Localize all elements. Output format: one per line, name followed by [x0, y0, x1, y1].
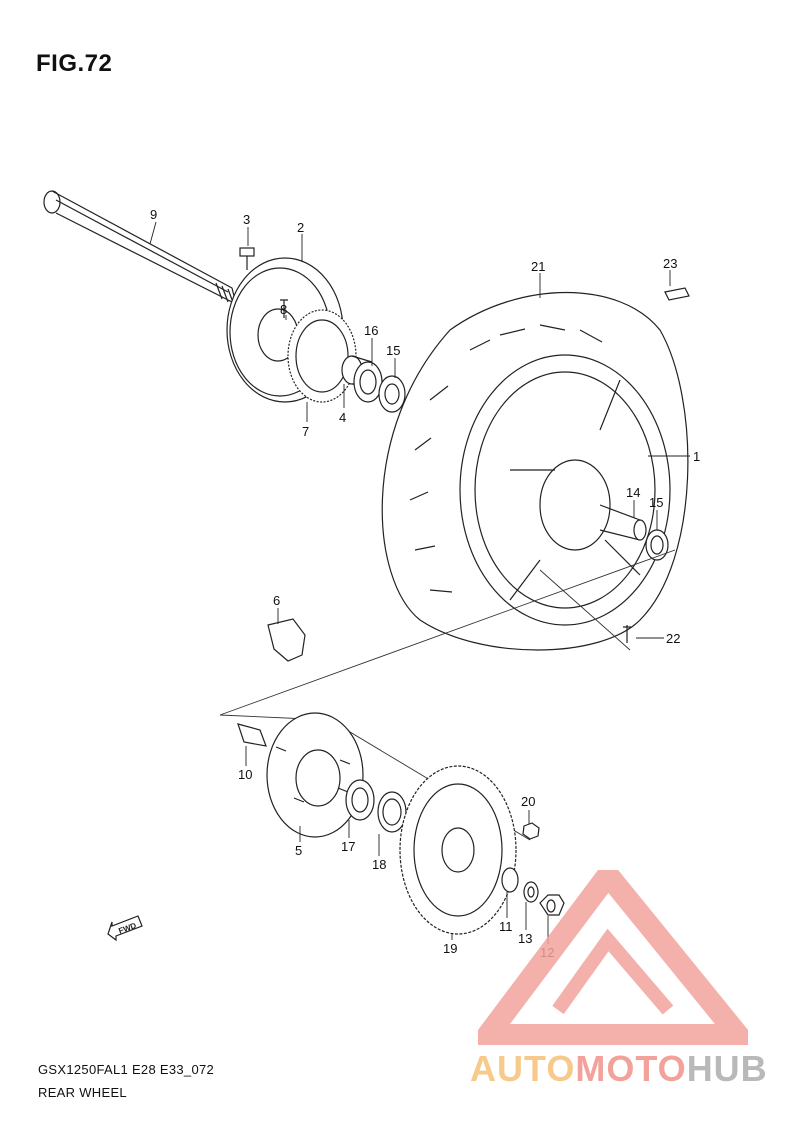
brake-disc-bolt [239, 247, 255, 270]
callout-17: 17 [341, 839, 355, 854]
callout-15-left: 15 [386, 343, 400, 358]
callout-4: 4 [339, 410, 346, 425]
sprocket-nut [522, 822, 540, 840]
bearing-right [645, 529, 669, 561]
bearing-left [378, 375, 406, 413]
balance-weight [664, 287, 690, 301]
rear-sprocket [399, 765, 517, 935]
callout-11: 11 [499, 919, 513, 934]
tire-valve [623, 625, 631, 643]
bracket [267, 618, 306, 662]
callout-10: 10 [238, 767, 252, 782]
callout-8: 8 [280, 302, 287, 317]
callout-14: 14 [626, 485, 640, 500]
callout-9: 9 [150, 207, 157, 222]
callout-16: 16 [364, 323, 378, 338]
sensor-rotor [287, 309, 357, 403]
callout-18: 18 [372, 857, 386, 872]
spacer [501, 867, 519, 893]
callout-23: 23 [663, 256, 677, 271]
callout-2: 2 [297, 220, 304, 235]
axle [43, 190, 237, 306]
watermark-wordmark: AUTOMOTOHUB [470, 1048, 768, 1089]
callout-labels: 9 3 2 8 7 4 16 15 21 23 1 14 15 22 6 10 … [150, 207, 700, 960]
oil-seal-drum [377, 791, 407, 833]
callout-5: 5 [295, 843, 302, 858]
leader-lines [149, 221, 690, 944]
callout-20: 20 [521, 794, 535, 809]
rear-wheel-rim [459, 354, 671, 626]
oil-seal-left [353, 361, 383, 403]
callout-3: 3 [243, 212, 250, 227]
fwd-arrow-icon: FWD [107, 915, 143, 942]
sensor-rotor-screw [280, 299, 288, 318]
callout-7: 7 [302, 424, 309, 439]
bearing-drum [345, 779, 375, 821]
watermark-logo-icon [478, 870, 748, 1045]
washer [523, 881, 539, 903]
callout-21: 21 [531, 259, 545, 274]
callout-1: 1 [693, 449, 700, 464]
callout-13: 13 [518, 931, 532, 946]
wheel-damper [237, 723, 267, 747]
model-code: GSX1250FAL1 E28 E33_072 [38, 1062, 215, 1077]
callout-6: 6 [273, 593, 280, 608]
callout-19: 19 [443, 941, 457, 956]
axle-nut [539, 894, 565, 916]
section-name: REAR WHEEL [38, 1085, 127, 1100]
figure-title: FIG.72 [36, 50, 113, 77]
sprocket-drum [266, 712, 364, 838]
callout-22: 22 [666, 631, 680, 646]
callout-15-right: 15 [649, 495, 663, 510]
right-collar [599, 504, 647, 541]
